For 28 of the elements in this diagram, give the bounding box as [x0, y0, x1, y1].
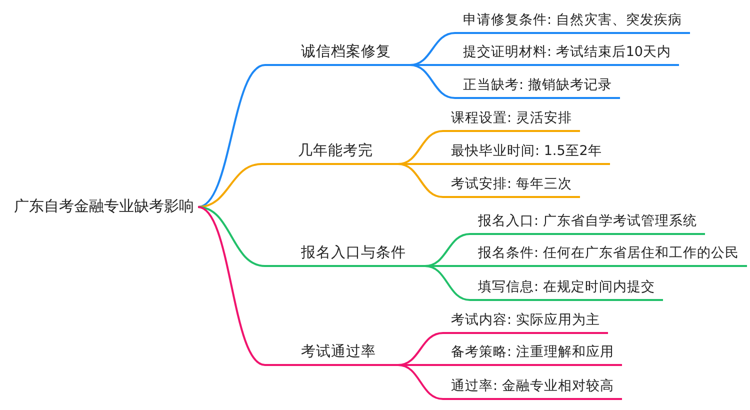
branch-topic: 几年能考完 [262, 139, 398, 165]
leaf-topic: 申请修复条件: 自然灾害、突发疾病 [455, 8, 690, 34]
branch-topic: 考试通过率 [265, 340, 398, 366]
branch-connector [398, 364, 444, 400]
branch-connector [410, 64, 455, 66]
leaf-topic: 通过率: 金融专业相对较高 [443, 374, 622, 400]
leaf-topic: 备考策略: 注重理解和应用 [443, 340, 622, 366]
leaf-topic: 报名条件: 任何在广东省居住和工作的公民 [470, 241, 747, 267]
leaf-topic: 报名入口: 广东省自学考试管理系统 [470, 209, 705, 235]
leaf-topic: 正当缺考: 撤销缺考记录 [455, 73, 620, 99]
branch-topic: 报名入口与条件 [265, 241, 425, 267]
branch-connector [424, 265, 470, 301]
branch-connector [198, 206, 266, 366]
branch-topic: 诚信档案修复 [265, 40, 410, 66]
leaf-topic: 填写信息: 在规定时间内提交 [470, 275, 663, 301]
leaf-topic: 最快毕业时间: 1.5至2年 [443, 139, 610, 165]
leaf-topic: 考试内容: 实际应用为主 [443, 308, 608, 334]
leaf-topic: 课程设置: 灵活安排 [443, 106, 580, 132]
branch-connector [198, 206, 266, 267]
branch-connector [410, 64, 456, 99]
branch-connector [425, 265, 470, 267]
branch-connector [198, 64, 266, 208]
root-topic: 广东自考金融专业缺考影响 [10, 194, 198, 220]
leaf-topic: 考试安排: 每年三次 [443, 172, 580, 198]
leaf-topic: 提交证明材料: 考试结束后10天内 [455, 40, 680, 66]
branch-connector [398, 364, 443, 366]
branch-connector [398, 163, 443, 165]
branch-connector [398, 163, 444, 198]
